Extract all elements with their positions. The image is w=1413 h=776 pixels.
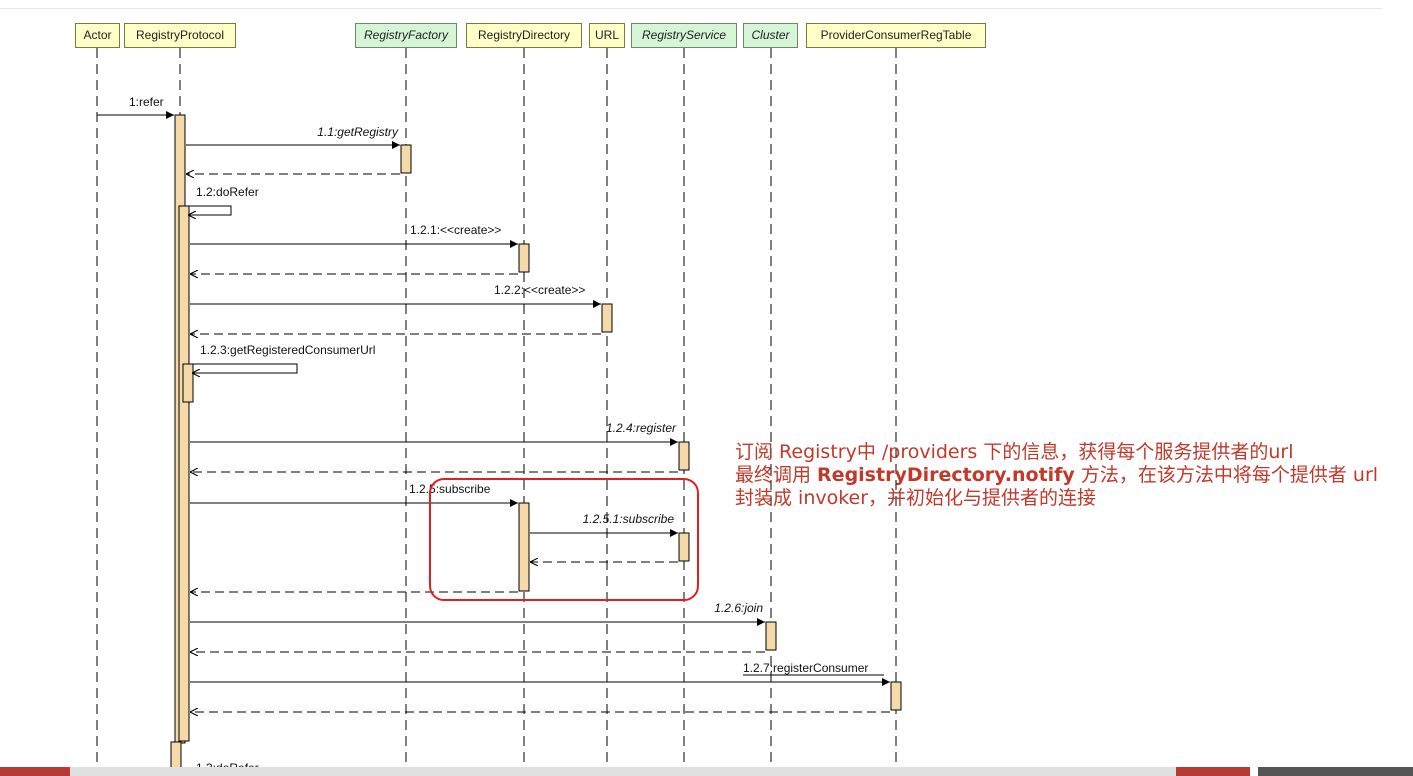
activation-get-registered-consumer-url xyxy=(182,363,194,403)
lifeline-head-registry-factory: RegistryFactory xyxy=(355,23,457,48)
activation-create-url xyxy=(601,303,613,333)
msg-label-11: 1.2.7:registerConsumer xyxy=(743,661,868,675)
msg-label-3: 1.2:doRefer xyxy=(196,185,259,199)
footer-red-right xyxy=(1176,767,1250,776)
lifeline-head-cluster: Cluster xyxy=(743,23,798,48)
msg-label-4: 1.2.1:<<create>> xyxy=(410,223,501,237)
msg-label-1: 1:refer xyxy=(129,95,164,109)
annotation-line-2: 最终调用 RegistryDirectory.notify 方法，在该方法中将每… xyxy=(735,464,1379,509)
lifeline-head-registry-directory: RegistryDirectory xyxy=(466,23,582,48)
msg-label-7: 1.2.4:register xyxy=(606,421,677,435)
activation-register xyxy=(678,441,690,471)
footer-bar xyxy=(0,767,1413,776)
footer-red-left xyxy=(0,767,70,776)
msg-label-8: 1.2.5:subscribe xyxy=(409,482,491,496)
activation-do-refer xyxy=(178,205,190,742)
activation-get-registry xyxy=(400,144,412,174)
annotation-line-1: 订阅 Registry中 /providers 下的信息，获得每个服务提供者的u… xyxy=(735,441,1294,463)
lifeline-head-url: URL xyxy=(589,23,625,48)
msg-label-5: 1.2.2:<<create>> xyxy=(494,283,585,297)
msg-get-registered-consumer-url-loop xyxy=(190,363,298,373)
subscribe-annotation: 订阅 Registry中 /providers 下的信息，获得每个服务提供者的u… xyxy=(735,441,1395,510)
msg-label-9: 1.2.5.1:subscribe xyxy=(583,512,675,526)
activation-join xyxy=(765,621,777,651)
msg-label-2: 1.1:getRegistry xyxy=(317,125,399,139)
msg-do-refer-loop xyxy=(186,205,232,215)
top-border xyxy=(0,8,1382,9)
lifeline-head-provider-consumer-reg-table: ProviderConsumerRegTable xyxy=(806,23,986,48)
lifeline-head-actor: Actor xyxy=(75,23,120,48)
activation-subscribe xyxy=(518,502,530,592)
annotation-method-name: RegistryDirectory.notify xyxy=(817,464,1075,486)
footer-gray-right xyxy=(1258,767,1413,776)
lifeline-head-registry-service: RegistryService xyxy=(631,23,737,48)
activation-do-refer-2 xyxy=(170,741,182,776)
lifeline-head-registry-protocol: RegistryProtocol xyxy=(124,23,236,48)
subscribe-highlight-box xyxy=(429,478,699,601)
footer-gray-mid xyxy=(70,767,1176,776)
activation-create-directory xyxy=(518,243,530,273)
msg-label-10: 1.2.6:join xyxy=(714,601,763,615)
msg-label-6: 1.2.3:getRegisteredConsumerUrl xyxy=(200,343,375,357)
activation-directory-subscribe xyxy=(678,532,690,562)
activation-register-consumer xyxy=(890,681,902,711)
